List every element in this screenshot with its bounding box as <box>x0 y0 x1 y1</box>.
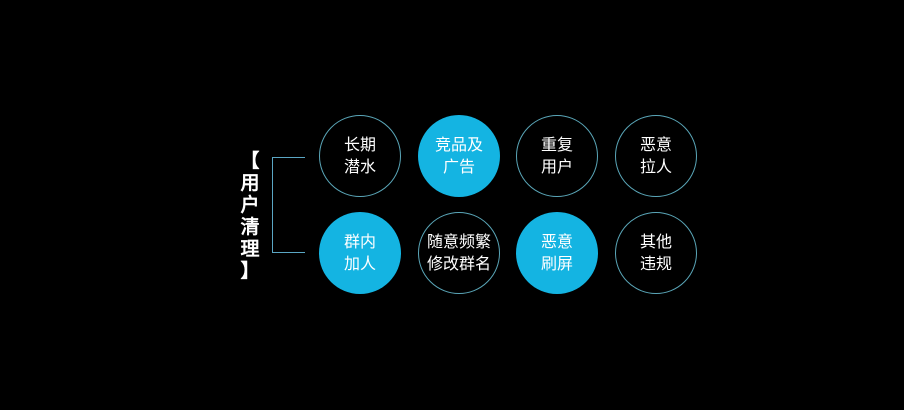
category-circle-other-violations: 其他 违规 <box>615 212 697 294</box>
diagram-title: 【 用 户 清 理 】 <box>238 150 262 282</box>
circle-label-line1: 长期 <box>343 135 376 154</box>
category-circle-malicious-invite: 恶意 拉人 <box>615 115 697 197</box>
circle-label-line1: 恶意 <box>639 135 672 154</box>
category-circle-competitor-ads: 竞品及 广告 <box>418 115 500 197</box>
title-char: 理 <box>240 238 260 260</box>
circle-label-line1: 重复 <box>540 135 573 154</box>
circle-label-line1: 竞品及 <box>434 135 483 154</box>
category-circle-rename-group: 随意频繁 修改群名 <box>418 212 500 294</box>
circle-label-line2: 用户 <box>540 157 573 176</box>
circle-label-line2: 修改群名 <box>426 254 491 273</box>
category-circle-long-lurker: 长期 潜水 <box>319 115 401 197</box>
circle-label-line1: 恶意 <box>540 232 573 251</box>
circle-label-line1: 其他 <box>639 232 672 251</box>
title-char: 用 <box>240 172 260 194</box>
circle-label-line2: 加人 <box>343 254 376 273</box>
title-bracket-close: 】 <box>240 260 260 282</box>
circle-label-line2: 刷屏 <box>540 254 573 273</box>
circle-label-line2: 拉人 <box>639 157 672 176</box>
circle-label-line2: 违规 <box>639 254 672 273</box>
connector-bracket <box>272 157 305 253</box>
circle-label-line1: 随意频繁 <box>426 232 491 251</box>
circle-label-line2: 潜水 <box>343 157 376 176</box>
title-char: 清 <box>240 216 260 238</box>
circle-label-line1: 群内 <box>343 232 376 251</box>
title-bracket-open: 【 <box>240 150 260 172</box>
category-circle-group-add: 群内 加人 <box>319 212 401 294</box>
title-char: 户 <box>240 194 260 216</box>
category-circle-duplicate-users: 重复 用户 <box>516 115 598 197</box>
circle-label-line2: 广告 <box>442 157 475 176</box>
category-circle-spam: 恶意 刷屏 <box>516 212 598 294</box>
